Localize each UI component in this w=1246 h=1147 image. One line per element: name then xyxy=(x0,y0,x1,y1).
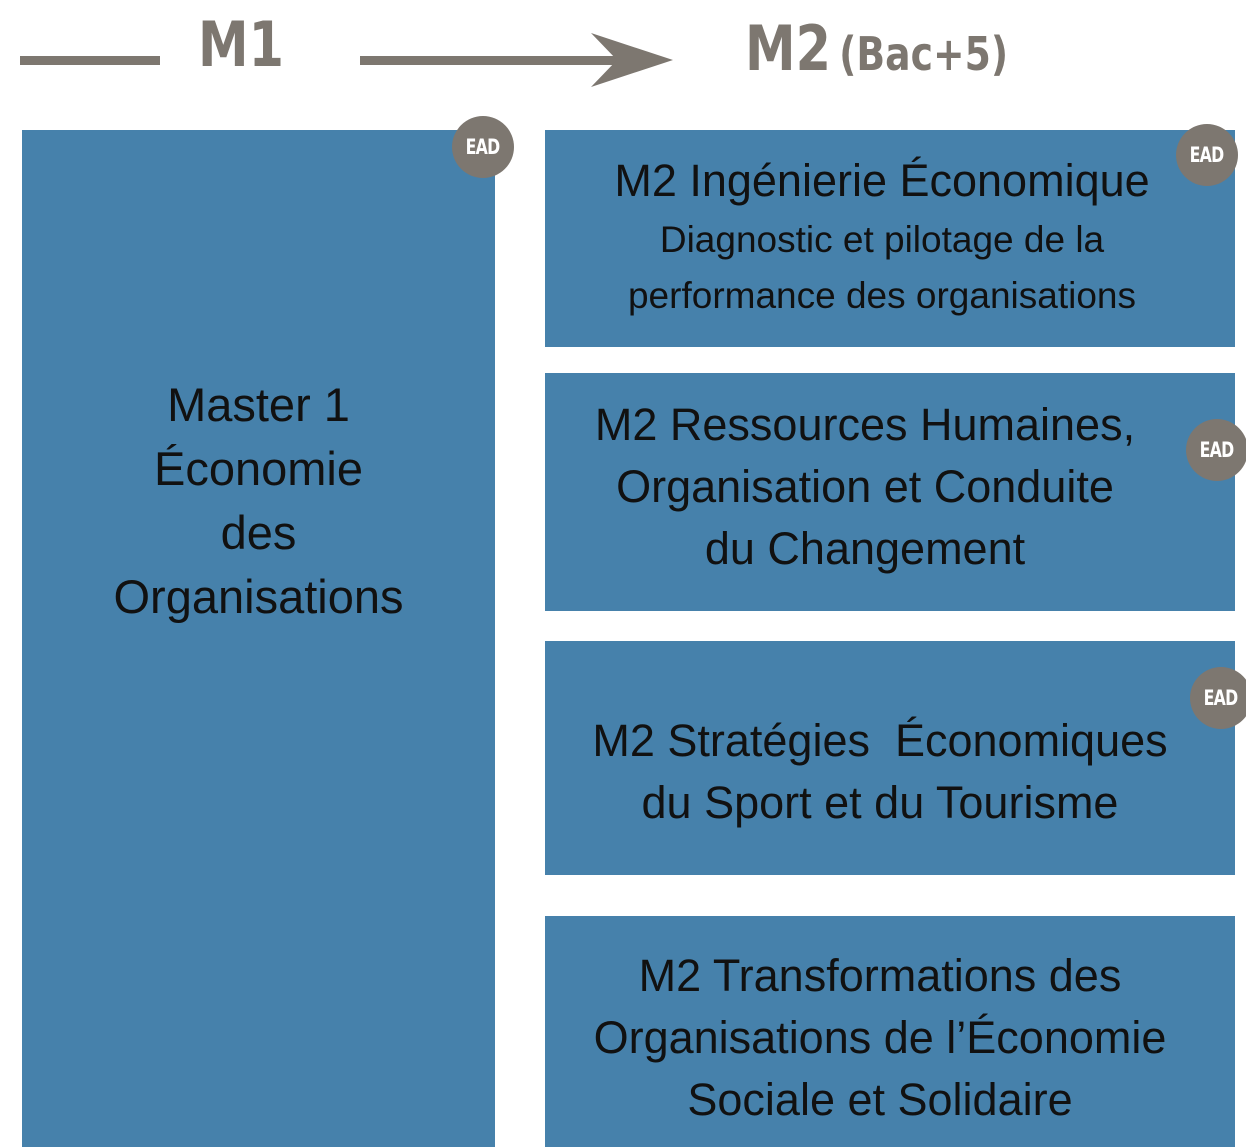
ead-badge-m2-3: EAD xyxy=(1190,667,1246,729)
m2-program-title-line: M2 Stratégies Économiques xyxy=(592,715,1168,766)
m1-line: Économie xyxy=(154,441,363,495)
header-m2-label: M2(Bac+5) xyxy=(745,18,1008,80)
m2-program-title-line: du Sport et du Tourisme xyxy=(641,777,1119,828)
m1-program-box: Master 1 Économie des Organisations xyxy=(22,130,495,1147)
ead-badge-label: EAD xyxy=(1204,686,1239,710)
m2-program-title-line: Sociale et Solidaire xyxy=(687,1073,1073,1125)
header-arrow-icon xyxy=(360,33,673,87)
header-m1-label: M1 xyxy=(198,8,284,81)
m1-line: Organisations xyxy=(113,569,404,623)
m2-program-title-line: du Changement xyxy=(704,523,1026,574)
m2-program-title-line: Organisation et Conduite xyxy=(616,461,1114,512)
m2-program-title-line: Organisations de l’Économie xyxy=(593,1011,1167,1063)
ead-badge-label: EAD xyxy=(466,135,501,159)
m2-program-subtitle-line: performance des organisations xyxy=(627,274,1136,316)
header-m2-text: M2 xyxy=(745,12,831,85)
m2-program-title: M2 Ingénierie Économique xyxy=(614,154,1150,206)
ead-badge-label: EAD xyxy=(1190,143,1225,167)
m2-program-box-rh: M2 Ressources Humaines, Organisation et … xyxy=(545,373,1235,611)
m2-program-title-line: M2 Ressources Humaines, xyxy=(594,399,1136,450)
m2-program-title-line: M2 Transformations des xyxy=(638,949,1122,1001)
header-line-left xyxy=(20,56,160,65)
m1-line: Master 1 xyxy=(167,377,350,431)
ead-badge-label: EAD xyxy=(1200,438,1235,462)
m2-program-box-ingenierie: M2 Ingénierie Économique Diagnostic et p… xyxy=(545,130,1235,347)
m2-program-box-sport-tourisme: M2 Stratégies Économiques du Sport et du… xyxy=(545,641,1235,875)
ead-badge-m2-1: EAD xyxy=(1176,124,1238,186)
header-m2-sublabel: (Bac+5) xyxy=(839,27,1009,81)
ead-badge-m1: EAD xyxy=(452,116,514,178)
m2-program-subtitle-line: Diagnostic et pilotage de la xyxy=(659,218,1105,260)
ead-badge-m2-2: EAD xyxy=(1186,419,1246,481)
m1-line: des xyxy=(220,505,297,559)
m2-program-box-ess: M2 Transformations des Organisations de … xyxy=(545,916,1235,1147)
